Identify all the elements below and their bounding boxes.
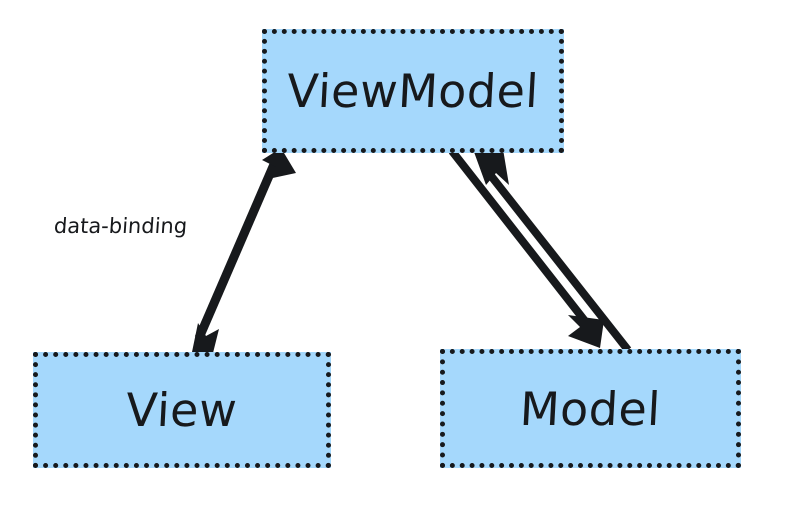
edge-viewmodel-to-model-line [448,148,596,333]
edge-view-viewmodel [192,148,296,357]
edge-viewmodel-to-model [448,148,604,348]
arrowhead-up-to-viewmodel [262,148,296,179]
edge-label-data-binding: data-binding [53,214,189,238]
edge-view-viewmodel-line [194,160,280,340]
node-model-label: Model [518,381,663,436]
edge-model-to-viewmodel-line [484,169,632,353]
node-view[interactable]: View [33,352,331,468]
edge-model-to-viewmodel [474,149,632,353]
node-viewmodel[interactable]: ViewModel [262,29,564,153]
arrowhead-down-to-model [568,315,604,348]
arrowhead-down-to-view [192,323,219,357]
node-view-label: View [124,383,239,437]
arrowhead-up-to-viewmodel-from-model [474,149,509,185]
node-model[interactable]: Model [440,349,741,468]
node-viewmodel-label: ViewModel [285,64,541,118]
